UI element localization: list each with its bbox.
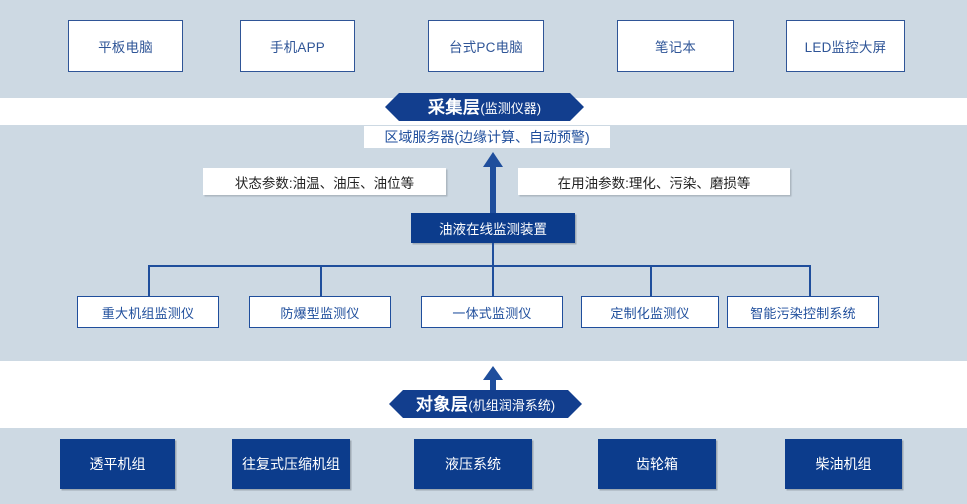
terminal-label: 手机APP [269,40,325,55]
device-label: 智能污染控制系统 [750,305,856,321]
regional-server-label: 区域服务器(边缘计算、自动预警) [364,126,610,148]
object-layer-title: 对象层 [415,395,469,414]
connector-branch-3 [492,265,494,296]
object-label: 液压系统 [445,456,501,472]
connector-trunk [492,243,494,266]
status-parameters-text: 状态参数:油温、油压、油位等 [234,175,415,191]
arrow-up-icon-to-server [482,152,504,214]
terminal-label: 台式PC电脑 [449,40,523,55]
object-label: 往复式压缩机组 [242,456,340,472]
status-parameters-chip: 状态参数:油温、油压、油位等 [203,168,446,195]
connector-bus [148,265,810,267]
center-device-label: 油液在线监测装置 [439,222,547,237]
object-box-reciprocating-compressor[interactable]: 往复式压缩机组 [232,439,350,489]
device-label: 重大机组监测仪 [101,305,195,321]
object-box-hydraulic-system[interactable]: 液压系统 [414,439,532,489]
collect-layer-ribbon: 采集层 (监测仪器) [385,93,584,121]
device-box-customized-monitor[interactable]: 定制化监测仪 [581,296,719,328]
collect-layer-title: 采集层 [427,98,481,117]
object-label: 柴油机组 [815,456,872,472]
object-layer-subtitle: (机组润滑系统) [468,398,556,413]
connector-branch-5 [809,265,811,296]
terminal-label: 笔记本 [654,40,697,55]
collect-layer-subtitle: (监测仪器) [480,101,542,116]
device-box-smart-contamination-control[interactable]: 智能污染控制系统 [727,296,879,328]
object-layer-ribbon: 对象层 (机组润滑系统) [389,390,582,418]
oil-online-monitoring-device-box[interactable]: 油液在线监测装置 [411,213,575,243]
device-label: 防爆型监测仪 [280,305,360,321]
terminal-box-laptop[interactable]: 笔记本 [617,20,734,72]
terminal-label: 平板电脑 [98,40,153,55]
arrow-up-icon-to-collect [482,366,504,394]
object-box-turbine-unit[interactable]: 透平机组 [60,439,175,489]
terminal-box-tablet[interactable]: 平板电脑 [68,20,183,72]
terminal-box-mobile-app[interactable]: 手机APP [240,20,355,72]
object-label: 透平机组 [89,456,146,472]
connector-branch-4 [650,265,652,296]
device-label: 一体式监测仪 [452,305,532,321]
device-box-integrated-monitor[interactable]: 一体式监测仪 [421,296,563,328]
inservice-oil-parameters-chip: 在用油参数:理化、污染、磨损等 [518,168,790,195]
terminal-box-led-screen[interactable]: LED监控大屏 [786,20,905,72]
device-box-major-unit-monitor[interactable]: 重大机组监测仪 [77,296,219,328]
device-box-explosion-proof-monitor[interactable]: 防爆型监测仪 [249,296,391,328]
regional-server-text: 区域服务器(边缘计算、自动预警) [384,129,590,145]
terminal-label: LED监控大屏 [804,40,887,55]
inservice-oil-parameters-text: 在用油参数:理化、污染、磨损等 [557,175,751,191]
object-box-gearbox[interactable]: 齿轮箱 [598,439,716,489]
connector-branch-1 [148,265,150,296]
device-label: 定制化监测仪 [610,305,690,321]
connector-branch-2 [320,265,322,296]
object-label: 齿轮箱 [636,456,678,472]
object-box-diesel-unit[interactable]: 柴油机组 [785,439,902,489]
terminal-box-desktop-pc[interactable]: 台式PC电脑 [428,20,544,72]
